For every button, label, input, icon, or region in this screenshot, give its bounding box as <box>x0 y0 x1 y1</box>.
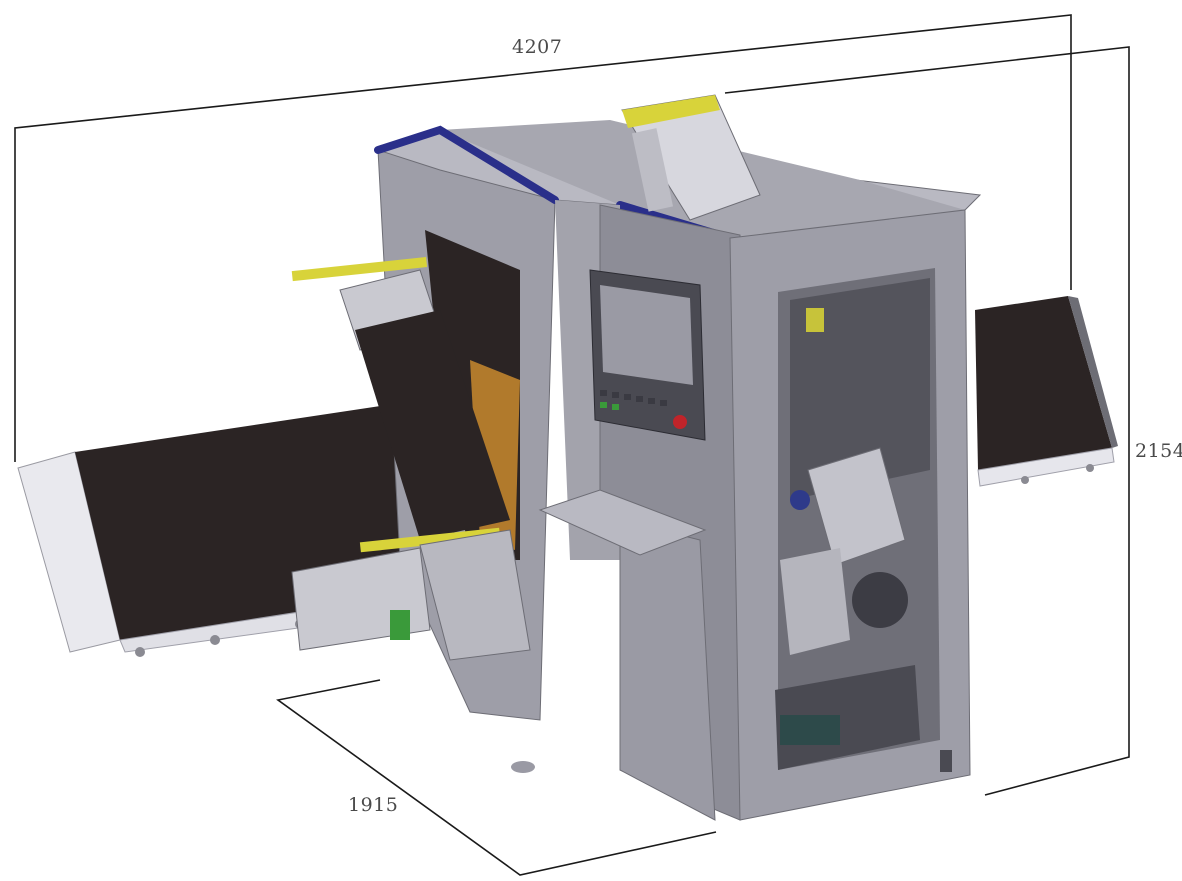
control-panel <box>538 269 707 556</box>
height-dimension-line <box>724 46 1130 796</box>
machine-base <box>511 750 952 773</box>
right-conveyor-side <box>1068 296 1118 448</box>
width-dimension-line <box>14 14 1072 462</box>
dimension-lines <box>14 14 1130 876</box>
control-panel-buttons <box>600 390 667 410</box>
yellow-bar-top <box>291 257 428 282</box>
blue-edge-left <box>374 125 559 204</box>
control-panel-screen <box>600 285 693 385</box>
right-conveyor <box>975 296 1118 487</box>
emergency-stop-button <box>673 415 687 429</box>
depth-dimension-label: 1915 <box>348 794 399 816</box>
height-dimension-label: 2154 <box>1135 440 1182 462</box>
top-module <box>621 94 761 221</box>
right-conveyor-belt <box>975 296 1112 470</box>
width-dimension-label: 4207 <box>512 36 563 58</box>
depth-dimension-line <box>276 679 717 876</box>
inclined-unit <box>291 257 531 661</box>
right-conveyor-rail <box>977 447 1115 487</box>
yellow-bar-bottom <box>359 527 501 553</box>
